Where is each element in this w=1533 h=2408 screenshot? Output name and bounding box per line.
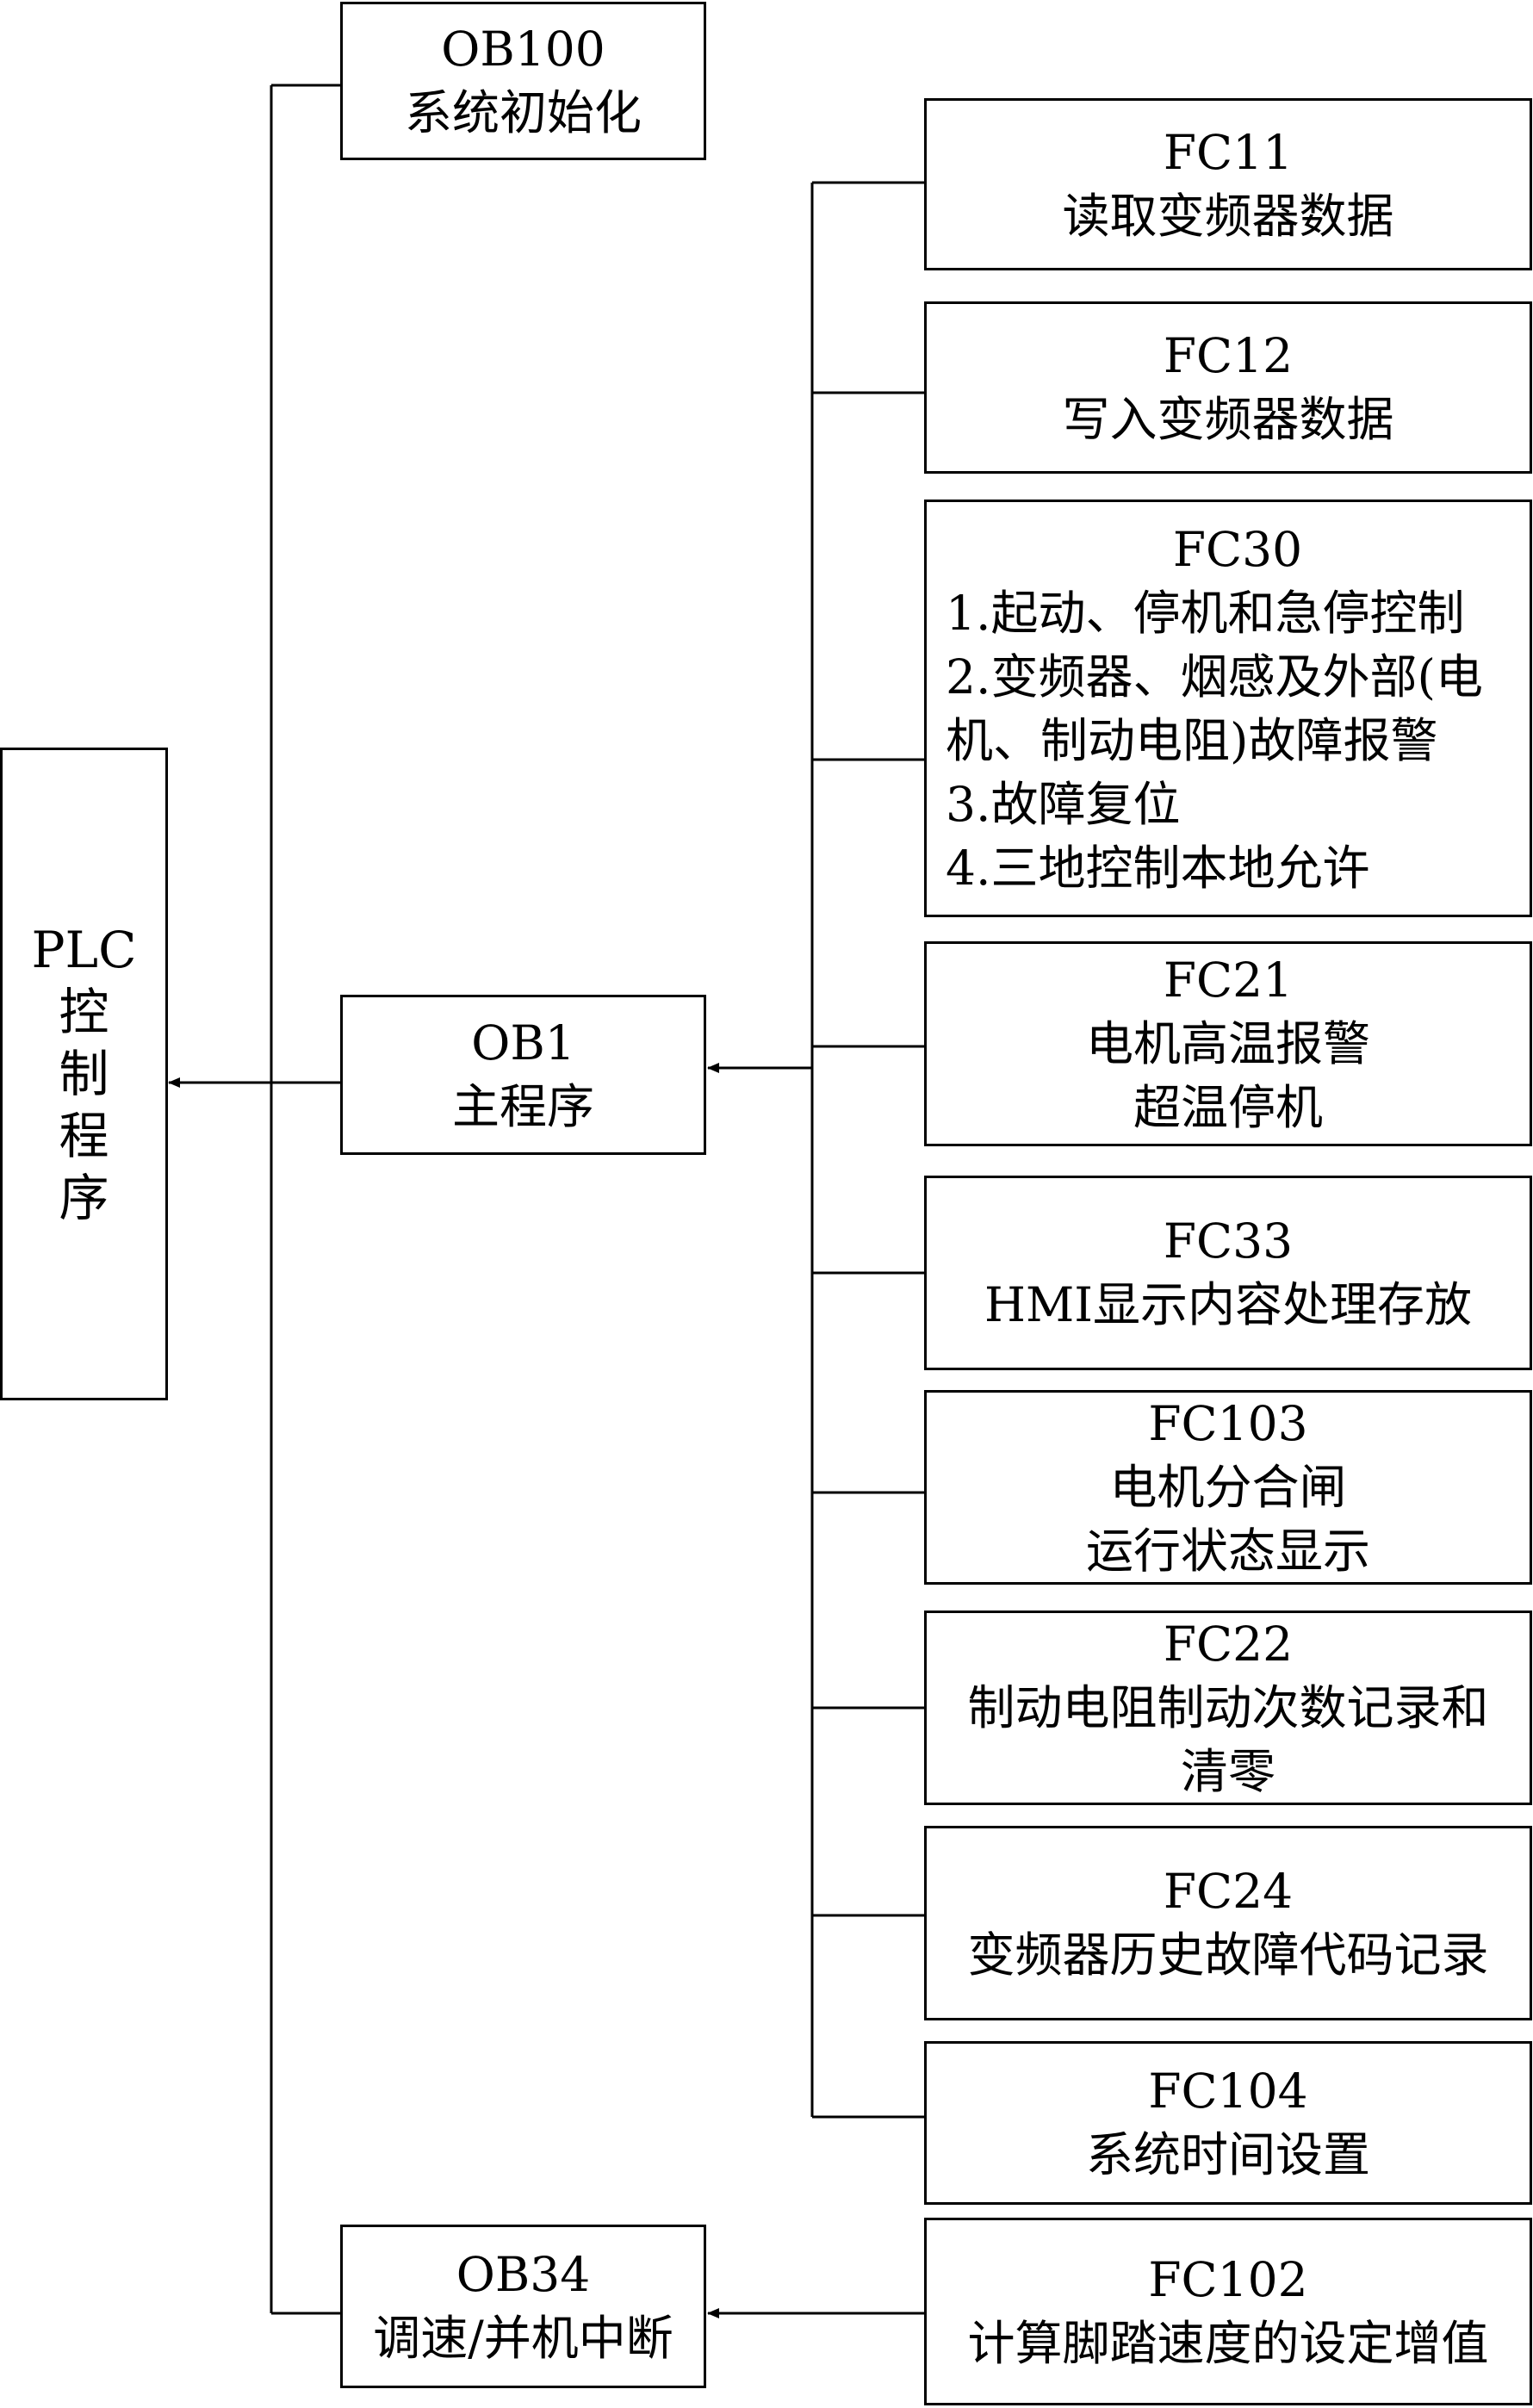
block-description-line: 清零 xyxy=(1180,1744,1275,1799)
block-id: FC33 xyxy=(1163,1213,1294,1269)
block-id: FC103 xyxy=(1148,1396,1308,1451)
fc103-box: FC103 电机分合闸 运行状态显示 xyxy=(924,1390,1532,1585)
fc102-box: FC102 计算脚踏速度的设定增值 xyxy=(924,2218,1532,2405)
block-description-line: 3.故障复位 xyxy=(946,776,1181,832)
root-line: 控 xyxy=(59,983,109,1041)
block-description: 读取变频器数据 xyxy=(1062,189,1394,244)
ob1-box: OB1 主程序 xyxy=(340,995,706,1155)
fc33-box: FC33 HMI显示内容处理存放 xyxy=(924,1176,1532,1370)
block-description-line: 机、制动电阻)故障报警 xyxy=(946,712,1438,768)
block-id: FC104 xyxy=(1148,2064,1308,2119)
block-id: FC22 xyxy=(1163,1617,1294,1672)
block-id: FC11 xyxy=(1163,125,1294,180)
block-id: FC24 xyxy=(1163,1864,1294,1919)
root-line: 序 xyxy=(59,1169,109,1227)
block-description-line: 1.起动、停机和急停控制 xyxy=(946,585,1465,641)
block-description: 写入变频器数据 xyxy=(1062,392,1394,447)
block-description: 系统时间设置 xyxy=(1085,2127,1370,2182)
fc12-box: FC12 写入变频器数据 xyxy=(924,301,1532,474)
plc-control-program-box: PLC 控 制 程 序 xyxy=(0,748,168,1400)
block-id: FC102 xyxy=(1148,2252,1308,2307)
block-description: HMI显示内容处理存放 xyxy=(984,1277,1472,1332)
block-id: FC21 xyxy=(1163,953,1294,1008)
root-line: 制 xyxy=(59,1045,109,1103)
block-id: FC12 xyxy=(1163,328,1294,383)
ob100-box: OB100 系统初始化 xyxy=(340,2,706,160)
block-description: 主程序 xyxy=(451,1079,594,1134)
block-description: 系统初始化 xyxy=(404,85,642,140)
block-id: FC30 xyxy=(1172,521,1303,577)
fc11-box: FC11 读取变频器数据 xyxy=(924,98,1532,270)
block-id: OB100 xyxy=(441,22,605,77)
block-description-line: 2.变频器、烟感及外部(电 xyxy=(946,649,1483,704)
block-description: 调速/并机中断 xyxy=(373,2311,673,2366)
block-id: OB34 xyxy=(456,2247,591,2302)
fc22-box: FC22 制动电阻制动次数记录和 清零 xyxy=(924,1611,1532,1805)
block-description: 变频器历史故障代码记录 xyxy=(967,1927,1489,1983)
ob34-box: OB34 调速/并机中断 xyxy=(340,2225,706,2388)
fc24-box: FC24 变频器历史故障代码记录 xyxy=(924,1826,1532,2020)
block-description-line: 电机高温报警 xyxy=(1085,1016,1370,1071)
fc30-box: FC30 1.起动、停机和急停控制 2.变频器、烟感及外部(电 机、制动电阻)故… xyxy=(924,500,1532,917)
root-line: PLC xyxy=(31,921,137,979)
block-description: 计算脚踏速度的设定增值 xyxy=(967,2316,1489,2371)
block-description-line: 超温停机 xyxy=(1133,1080,1323,1135)
block-description-line: 制动电阻制动次数记录和 xyxy=(967,1680,1489,1735)
block-description-line: 运行状态显示 xyxy=(1085,1524,1370,1579)
fc21-box: FC21 电机高温报警 超温停机 xyxy=(924,941,1532,1146)
block-id: OB1 xyxy=(471,1015,575,1071)
root-line: 程 xyxy=(59,1107,109,1165)
fc104-box: FC104 系统时间设置 xyxy=(924,2041,1532,2205)
block-description-line: 4.三地控制本地允许 xyxy=(946,840,1370,896)
block-description-line: 电机分合闸 xyxy=(1109,1460,1347,1515)
